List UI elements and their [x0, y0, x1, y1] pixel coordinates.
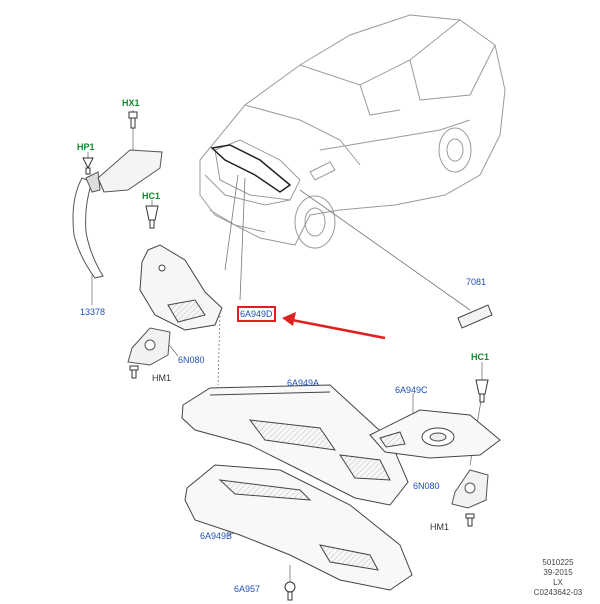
- fastener-hp1: [82, 157, 94, 175]
- label-hx1: HX1: [122, 98, 140, 108]
- fastener-hm1-left: [129, 365, 139, 379]
- part-6a949c-panel: [369, 409, 501, 459]
- label-6n080-right: 6N080: [413, 481, 440, 491]
- label-hc1-left: HC1: [142, 191, 161, 201]
- cowl-highlight: [210, 144, 292, 193]
- reference-line-2: 39-2015: [543, 568, 573, 577]
- label-hp1: HP1: [77, 142, 95, 152]
- fastener-hc1-right: [475, 379, 489, 403]
- label-6a957: 6A957: [234, 584, 261, 594]
- part-7081-strip: [457, 304, 493, 329]
- reference-line-1: 5010225: [542, 558, 574, 567]
- label-6n080-left: 6N080: [178, 355, 205, 365]
- part-6a949d-panel: [139, 244, 223, 331]
- reference-line-4: C0243642-03: [533, 588, 583, 597]
- fastener-hc1-left: [145, 205, 159, 229]
- part-6a949b-cover: [184, 464, 413, 591]
- fastener-hm1-right: [465, 513, 475, 527]
- label-6a949d: 6A949D: [237, 306, 276, 322]
- part-13378-seal: [72, 171, 104, 279]
- vehicle-outline: [199, 14, 506, 249]
- part-6n080-bracket-right: [451, 469, 489, 509]
- label-6a949c: 6A949C: [395, 385, 428, 395]
- part-6n080-bracket-left: [127, 327, 171, 366]
- reference-line-3: LX: [553, 578, 563, 587]
- highlight-arrow: [282, 312, 386, 340]
- part-hx1-bracket: [97, 149, 163, 193]
- reference-block: 5010225 39-2015 LX C0243642-03: [528, 558, 588, 598]
- label-hc1-right: HC1: [471, 352, 490, 362]
- label-hm1-right: HM1: [430, 522, 450, 532]
- fastener-hx1: [128, 111, 138, 129]
- label-6a949b: 6A949B: [200, 531, 233, 541]
- part-6a949a-cover: [181, 384, 409, 506]
- label-13378: 13378: [80, 307, 106, 317]
- fastener-6a957: [284, 581, 296, 601]
- label-hm1-left: HM1: [152, 373, 172, 383]
- label-6a949a: 6A949A: [287, 378, 320, 388]
- label-7081: 7081: [466, 277, 487, 287]
